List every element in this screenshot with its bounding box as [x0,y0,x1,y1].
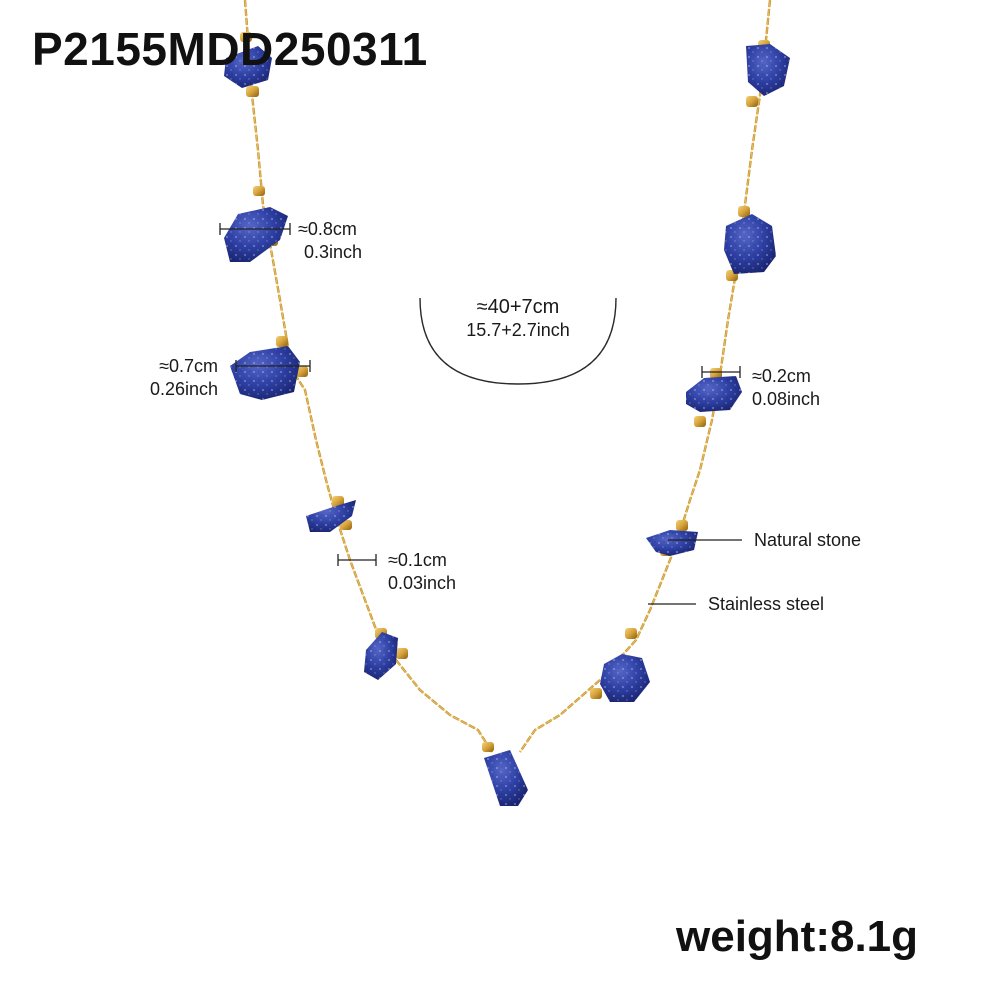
stone-8 [724,214,776,274]
weight-label: weight:8.1g [676,912,919,961]
stone-1 [224,46,272,88]
dimension-label-0: ≈0.8cm 0.3inch [298,218,362,264]
length-inch: 15.7+2.7inch [466,320,570,340]
gold-beads [240,32,770,752]
dimension-cm: ≈0.2cm [752,366,811,386]
dimension-cm: ≈0.1cm [388,550,447,570]
length-arc [419,297,617,385]
dimension-label-3: ≈0.2cm 0.08inch [752,365,820,411]
product-code: P2155MDD250311 [32,23,428,75]
stone-2 [224,207,288,262]
length-cm: ≈40+7cm [476,296,560,318]
dimension-label-2: ≈0.1cm 0.03inch [388,549,456,595]
dimension-label-1: ≈0.7cm 0.26inch [128,355,218,401]
dimension-inch: 0.03inch [388,573,457,593]
chain-right [519,0,772,753]
length-label: ≈40+7cm 15.7+2.7inch [452,296,584,342]
dimension-inch: 0.3inch [304,242,363,262]
dimension-cm: ≈0.8cm [298,219,357,239]
stone-7 [746,44,790,96]
stone-9 [686,376,742,412]
stone-4 [306,500,356,532]
natural-stones [224,44,790,806]
stone-11 [600,654,650,702]
callout-natural-stone: Natural stone [754,530,862,550]
dimension-inch: 0.08inch [752,389,821,409]
dimension-inch: 0.26inch [149,379,218,399]
stone-6 [484,750,528,806]
stone-5 [364,632,398,680]
callout-stainless-steel: Stainless steel [708,594,825,614]
stone-3 [230,346,300,400]
dimension-cm: ≈0.7cm [159,356,218,376]
stone-10 [646,530,698,556]
measure-bars [219,223,741,566]
